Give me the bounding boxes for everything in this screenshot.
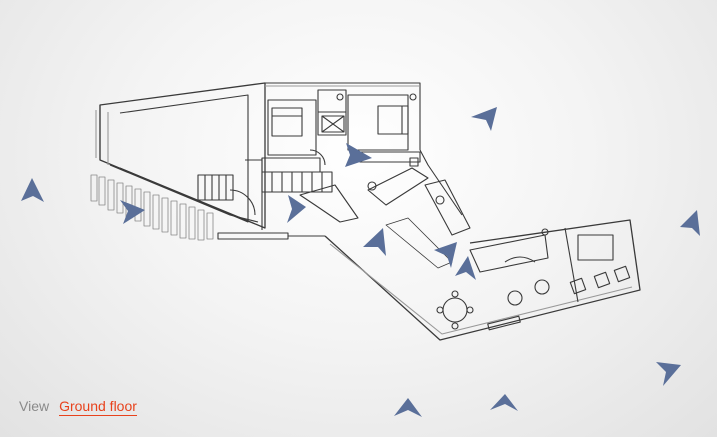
ground-floor-link[interactable]: Ground floor [59, 398, 137, 416]
camera-viewpoint-icon[interactable] [287, 195, 306, 223]
camera-viewpoint-icon[interactable] [363, 228, 386, 256]
camera-viewpoint-icon[interactable] [120, 200, 145, 224]
camera-viewpoint-icon[interactable] [656, 362, 681, 386]
plan-drawing [90, 82, 641, 341]
view-selector: View Ground floor [19, 398, 137, 416]
entry [217, 171, 359, 240]
living-wing [324, 219, 641, 341]
stair [109, 164, 259, 223]
bedrooms [245, 82, 421, 230]
camera-viewpoint-icon[interactable] [455, 256, 476, 280]
deck-slats [90, 174, 214, 241]
camera-viewpoint-icon[interactable] [471, 107, 497, 131]
camera-viewpoint-icon[interactable] [490, 394, 518, 411]
camera-viewpoint-icon[interactable] [21, 178, 44, 202]
camera-viewpoint-icon[interactable] [680, 210, 700, 236]
kitchen [367, 149, 471, 269]
left-wing [95, 82, 266, 229]
view-label: View [19, 398, 50, 414]
camera-viewpoint-icon[interactable] [434, 242, 457, 268]
camera-markers [21, 107, 700, 417]
camera-viewpoint-icon[interactable] [394, 398, 422, 417]
camera-viewpoint-icon[interactable] [345, 143, 372, 167]
